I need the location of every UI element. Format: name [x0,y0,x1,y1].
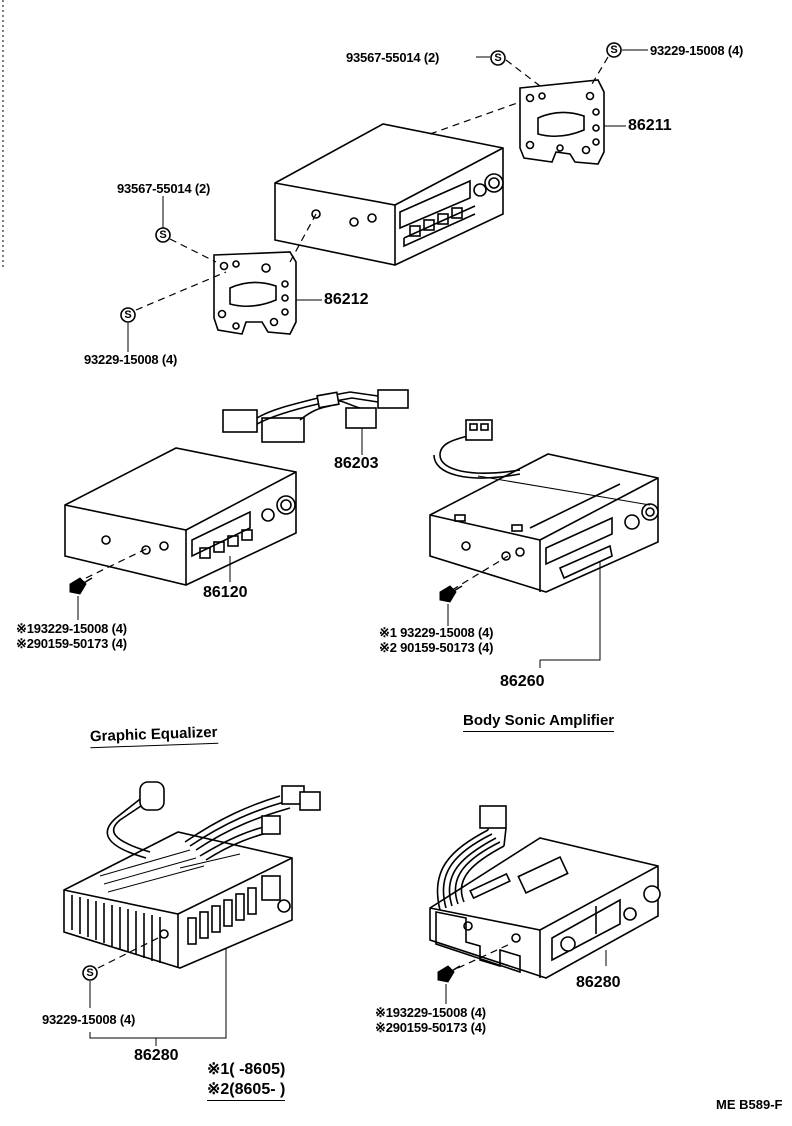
screw-label-amplifier-2: ※290159-50173 (4) [375,1020,486,1035]
screw-label-amplifier-1: ※193229-15008 (4) [375,1005,486,1020]
bolt-icon [69,577,93,595]
bracket-86211 [519,79,605,165]
svg-text:S: S [610,44,617,56]
svg-text:S: S [124,309,131,321]
screw-label-equalizer: 93229-15008 (4) [42,1012,136,1027]
diagram-reference: ME B589-F [716,1097,783,1112]
screw-s-icon: S [82,965,98,981]
graphic-equalizer-86280 [63,781,321,969]
bolt-icon [437,965,461,983]
svg-text:S: S [494,52,501,64]
part-number-86260: 86260 [500,673,545,690]
radio-unit-top [274,123,504,266]
part-number-86120: 86120 [203,584,248,601]
part-number-86212: 86212 [324,291,369,308]
part-number-86211: 86211 [628,117,672,134]
part-number-86203: 86203 [334,455,379,472]
part-label-93567-mid: 93567-55014 (2) [117,181,211,196]
part-number-86280-amplifier: 86280 [576,974,621,991]
part-label-93567-top: 93567-55014 (2) [346,50,440,65]
part-number-86280-equalizer: 86280 [134,1047,179,1064]
legend-line-1: ※1( -8605) [207,1061,286,1078]
body-sonic-amplifier-86280 [429,805,661,979]
tape-deck-86260 [429,419,659,593]
svg-text:S: S [159,229,166,241]
bracket-86212 [213,251,297,335]
section-title-body-sonic-amplifier: Body Sonic Amplifier [463,713,615,732]
screw-s-icon: S S S S [120,42,622,323]
screw-label-right-2: ※2 90159-50173 (4) [379,640,494,655]
bolt-icon [439,585,463,603]
radio-unit-86120 [64,447,297,586]
screw-label-right-1: ※1 93229-15008 (4) [379,625,494,640]
part-label-93229-mid: 93229-15008 (4) [84,352,178,367]
part-label-93229-top: 93229-15008 (4) [650,43,744,58]
screw-label-left-1: ※193229-15008 (4) [16,621,127,636]
legend-line-2: ※2(8605- ) [207,1082,286,1101]
harness-86203 [222,389,409,455]
svg-text:S: S [86,967,93,979]
screw-label-left-2: ※290159-50173 (4) [16,636,127,651]
